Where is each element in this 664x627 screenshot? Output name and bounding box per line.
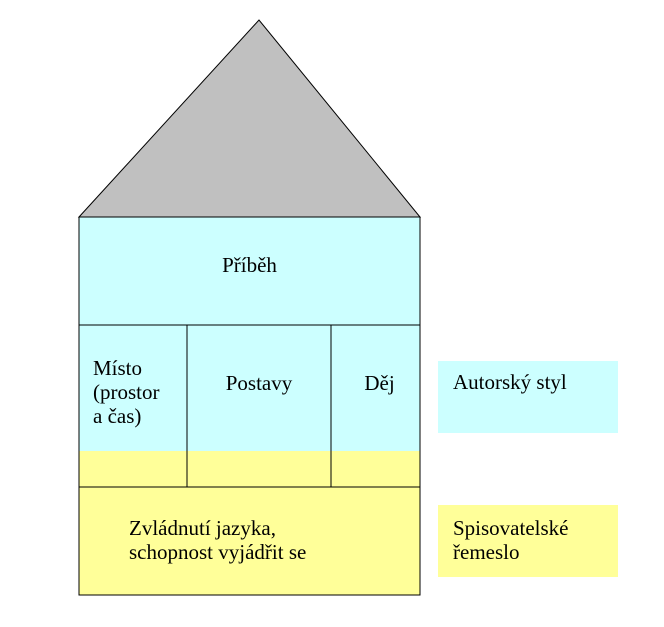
column-plot-label: Děj bbox=[364, 371, 395, 395]
story-band bbox=[78, 216, 421, 326]
column-place-label: Místo (prostor a čas) bbox=[93, 356, 160, 428]
column-place bbox=[79, 325, 187, 451]
legend-writing-craft bbox=[438, 505, 618, 577]
legend-writing-craft-label: Spisovatelské řemeslo bbox=[453, 516, 569, 564]
column-plot bbox=[331, 325, 420, 451]
column-characters-label: Postavy bbox=[225, 371, 293, 395]
column-characters-base bbox=[187, 451, 331, 487]
foundation-label: Zvládnutí jazyka, schopnost vyjádřit se bbox=[129, 516, 307, 564]
foundation-band bbox=[78, 486, 421, 596]
column-plot-base bbox=[331, 451, 420, 487]
house-roof bbox=[77, 19, 422, 218]
column-characters bbox=[187, 325, 331, 451]
legend-author-style bbox=[438, 361, 618, 433]
legend-author-style-label: Autorský styl bbox=[453, 370, 567, 394]
story-label: Příběh bbox=[222, 253, 277, 277]
column-place-base bbox=[79, 451, 187, 487]
